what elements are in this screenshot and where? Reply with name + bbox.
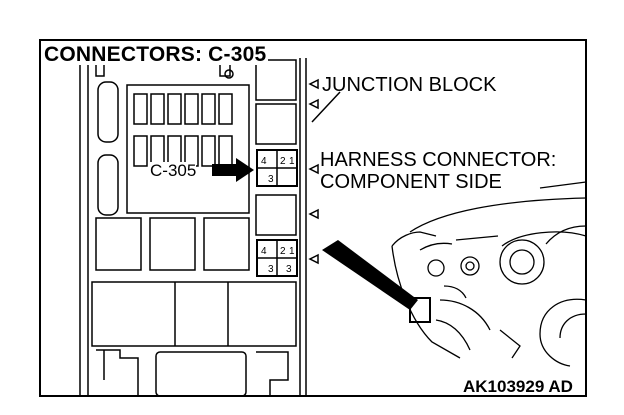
side-slot — [97, 154, 119, 216]
dashboard-sketch — [391, 181, 587, 367]
connector-id-label: C-305 — [150, 161, 197, 180]
arrow-icon — [212, 158, 254, 182]
outer-frame — [39, 39, 587, 397]
pin-label: 3 — [268, 174, 274, 185]
pin-label: 3 — [286, 264, 292, 275]
pointer-wedge — [322, 240, 418, 310]
pin-label: 4 — [261, 156, 267, 167]
junction-block-label: JUNCTION BLOCK — [322, 74, 497, 96]
harness-connector-label: HARNESS CONNECTOR: — [320, 149, 557, 171]
pin-label: 3 — [268, 264, 274, 275]
pin-label: 1 — [289, 156, 295, 167]
relay-block — [203, 217, 250, 271]
right-box — [255, 59, 297, 101]
fuse-housing — [126, 84, 250, 214]
harness-connector-lower — [256, 239, 298, 277]
pin-label: 2 — [280, 246, 286, 257]
bottom-block — [91, 281, 297, 347]
junction-block — [79, 57, 319, 397]
harness-connector-c305 — [256, 149, 298, 187]
fuse-row-top — [133, 93, 233, 125]
component-side-label: COMPONENT SIDE — [320, 171, 502, 193]
leader-line — [311, 91, 341, 123]
pin-label: 2 — [280, 156, 286, 167]
right-box — [255, 194, 297, 236]
relay-block — [149, 217, 196, 271]
right-box — [255, 103, 297, 145]
side-slot — [97, 81, 119, 143]
pin-label: 4 — [261, 246, 267, 257]
figure-code: AK103929 AD — [463, 377, 573, 396]
relay-block — [95, 217, 142, 271]
pin-label: 1 — [289, 246, 295, 257]
page-title: CONNECTORS: C-305 — [42, 43, 269, 66]
bottom-connector — [155, 351, 247, 397]
